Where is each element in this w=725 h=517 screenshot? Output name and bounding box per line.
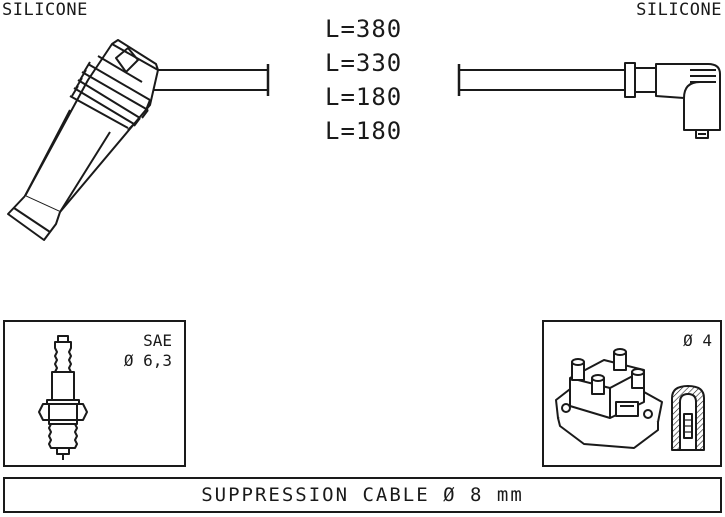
ignition-coil-panel: Ø 4	[542, 320, 722, 467]
ignition-coil-icon	[555, 348, 663, 449]
cable-length-4: L=180	[325, 117, 403, 145]
coil-terminal-diameter-label: Ø 4	[683, 331, 712, 350]
plug-diameter-label: Ø 6,3	[123, 351, 172, 370]
silicone-label-left: SILICONE	[2, 0, 88, 20]
suppression-cable-caption: SUPPRESSION CABLE Ø 8 mm	[3, 477, 722, 513]
cable-length-2: L=330	[325, 49, 403, 77]
terminal-section-icon	[671, 385, 705, 451]
spark-plug-icon	[38, 335, 88, 460]
plug-standard-label: SAE	[143, 331, 172, 350]
cable-length-3: L=180	[325, 83, 403, 111]
silicone-label-right: SILICONE	[636, 0, 722, 20]
cable-length-1: L=380	[325, 15, 403, 43]
cable-length-list: L=380 L=330 L=180 L=180	[325, 12, 402, 148]
spark-plug-panel: SAE Ø 6,3	[3, 320, 186, 467]
